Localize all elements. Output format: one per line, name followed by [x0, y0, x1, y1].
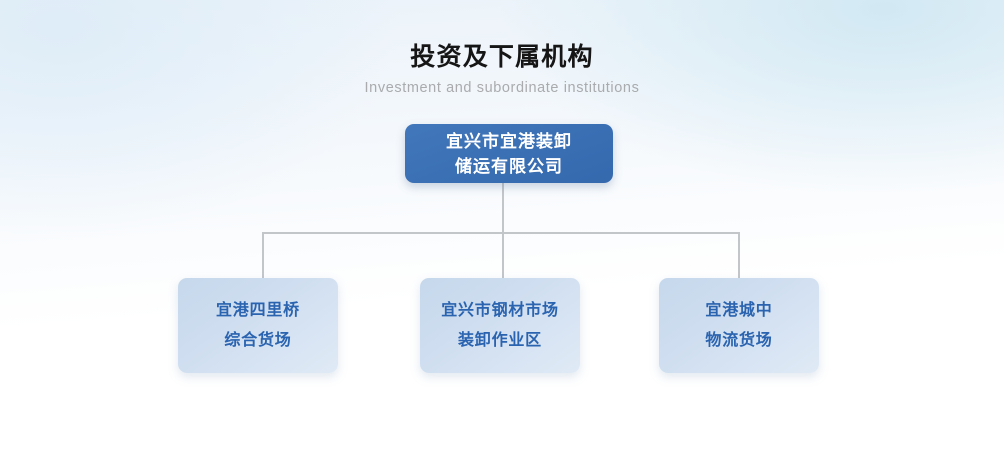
- org-node-child-3-line-1: 宜港城中: [705, 301, 773, 319]
- org-node-root-line-1: 宜兴市宜港装卸: [446, 131, 572, 151]
- connector-drop-child-1: [262, 232, 264, 278]
- page-subtitle: Investment and subordinate institutions: [364, 80, 640, 96]
- org-node-child-1[interactable]: 宜港四里桥 综合货场: [178, 278, 338, 373]
- connector-drop-child-2: [502, 232, 504, 278]
- connector-drop-child-3: [738, 232, 740, 278]
- org-node-child-2[interactable]: 宜兴市钢材市场 装卸作业区: [420, 278, 580, 373]
- org-node-child-3-line-2: 物流货场: [705, 331, 773, 349]
- org-node-child-1-line-1: 宜港四里桥: [215, 301, 300, 319]
- page-title: 投资及下属机构: [410, 43, 594, 71]
- org-node-root[interactable]: 宜兴市宜港装卸 储运有限公司: [405, 124, 613, 183]
- org-node-root-line-2: 储运有限公司: [455, 156, 563, 176]
- connector-root-stem: [502, 183, 504, 234]
- org-node-child-3[interactable]: 宜港城中 物流货场: [659, 278, 819, 373]
- org-node-child-2-line-1: 宜兴市钢材市场: [441, 301, 559, 319]
- connector-horizontal-bus: [262, 232, 740, 234]
- page-header: 投资及下属机构 Investment and subordinate insti…: [0, 42, 1004, 98]
- org-node-child-2-line-2: 装卸作业区: [457, 331, 542, 349]
- org-node-child-1-line-2: 综合货场: [224, 331, 292, 349]
